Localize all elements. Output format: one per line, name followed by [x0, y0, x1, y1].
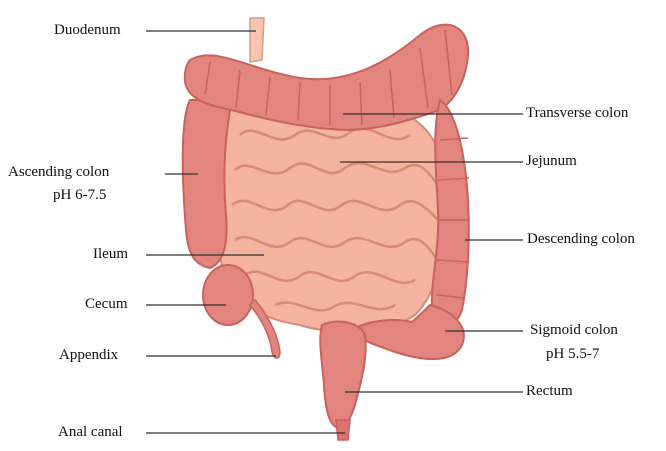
descending-colon [432, 100, 469, 326]
ascending-colon [183, 100, 232, 268]
label-ascending-colon: Ascending colon [8, 163, 109, 182]
label-cecum: Cecum [85, 295, 128, 314]
label-descending-colon: Descending colon [527, 230, 635, 249]
label-anal-canal: Anal canal [58, 423, 123, 442]
label-appendix: Appendix [59, 346, 118, 365]
duodenum [250, 18, 264, 62]
label-sigmoid-ph: pH 5.5-7 [546, 345, 599, 364]
label-sigmoid-colon: Sigmoid colon [530, 321, 618, 340]
anal-canal [336, 420, 350, 440]
label-jejunum: Jejunum [526, 152, 577, 171]
label-rectum: Rectum [526, 382, 573, 401]
cecum [203, 265, 253, 325]
label-ascending-ph: pH 6-7.5 [53, 186, 106, 205]
label-transverse-colon: Transverse colon [526, 104, 628, 123]
label-duodenum: Duodenum [54, 21, 121, 40]
label-ileum: Ileum [93, 245, 128, 264]
rectum [320, 322, 365, 428]
